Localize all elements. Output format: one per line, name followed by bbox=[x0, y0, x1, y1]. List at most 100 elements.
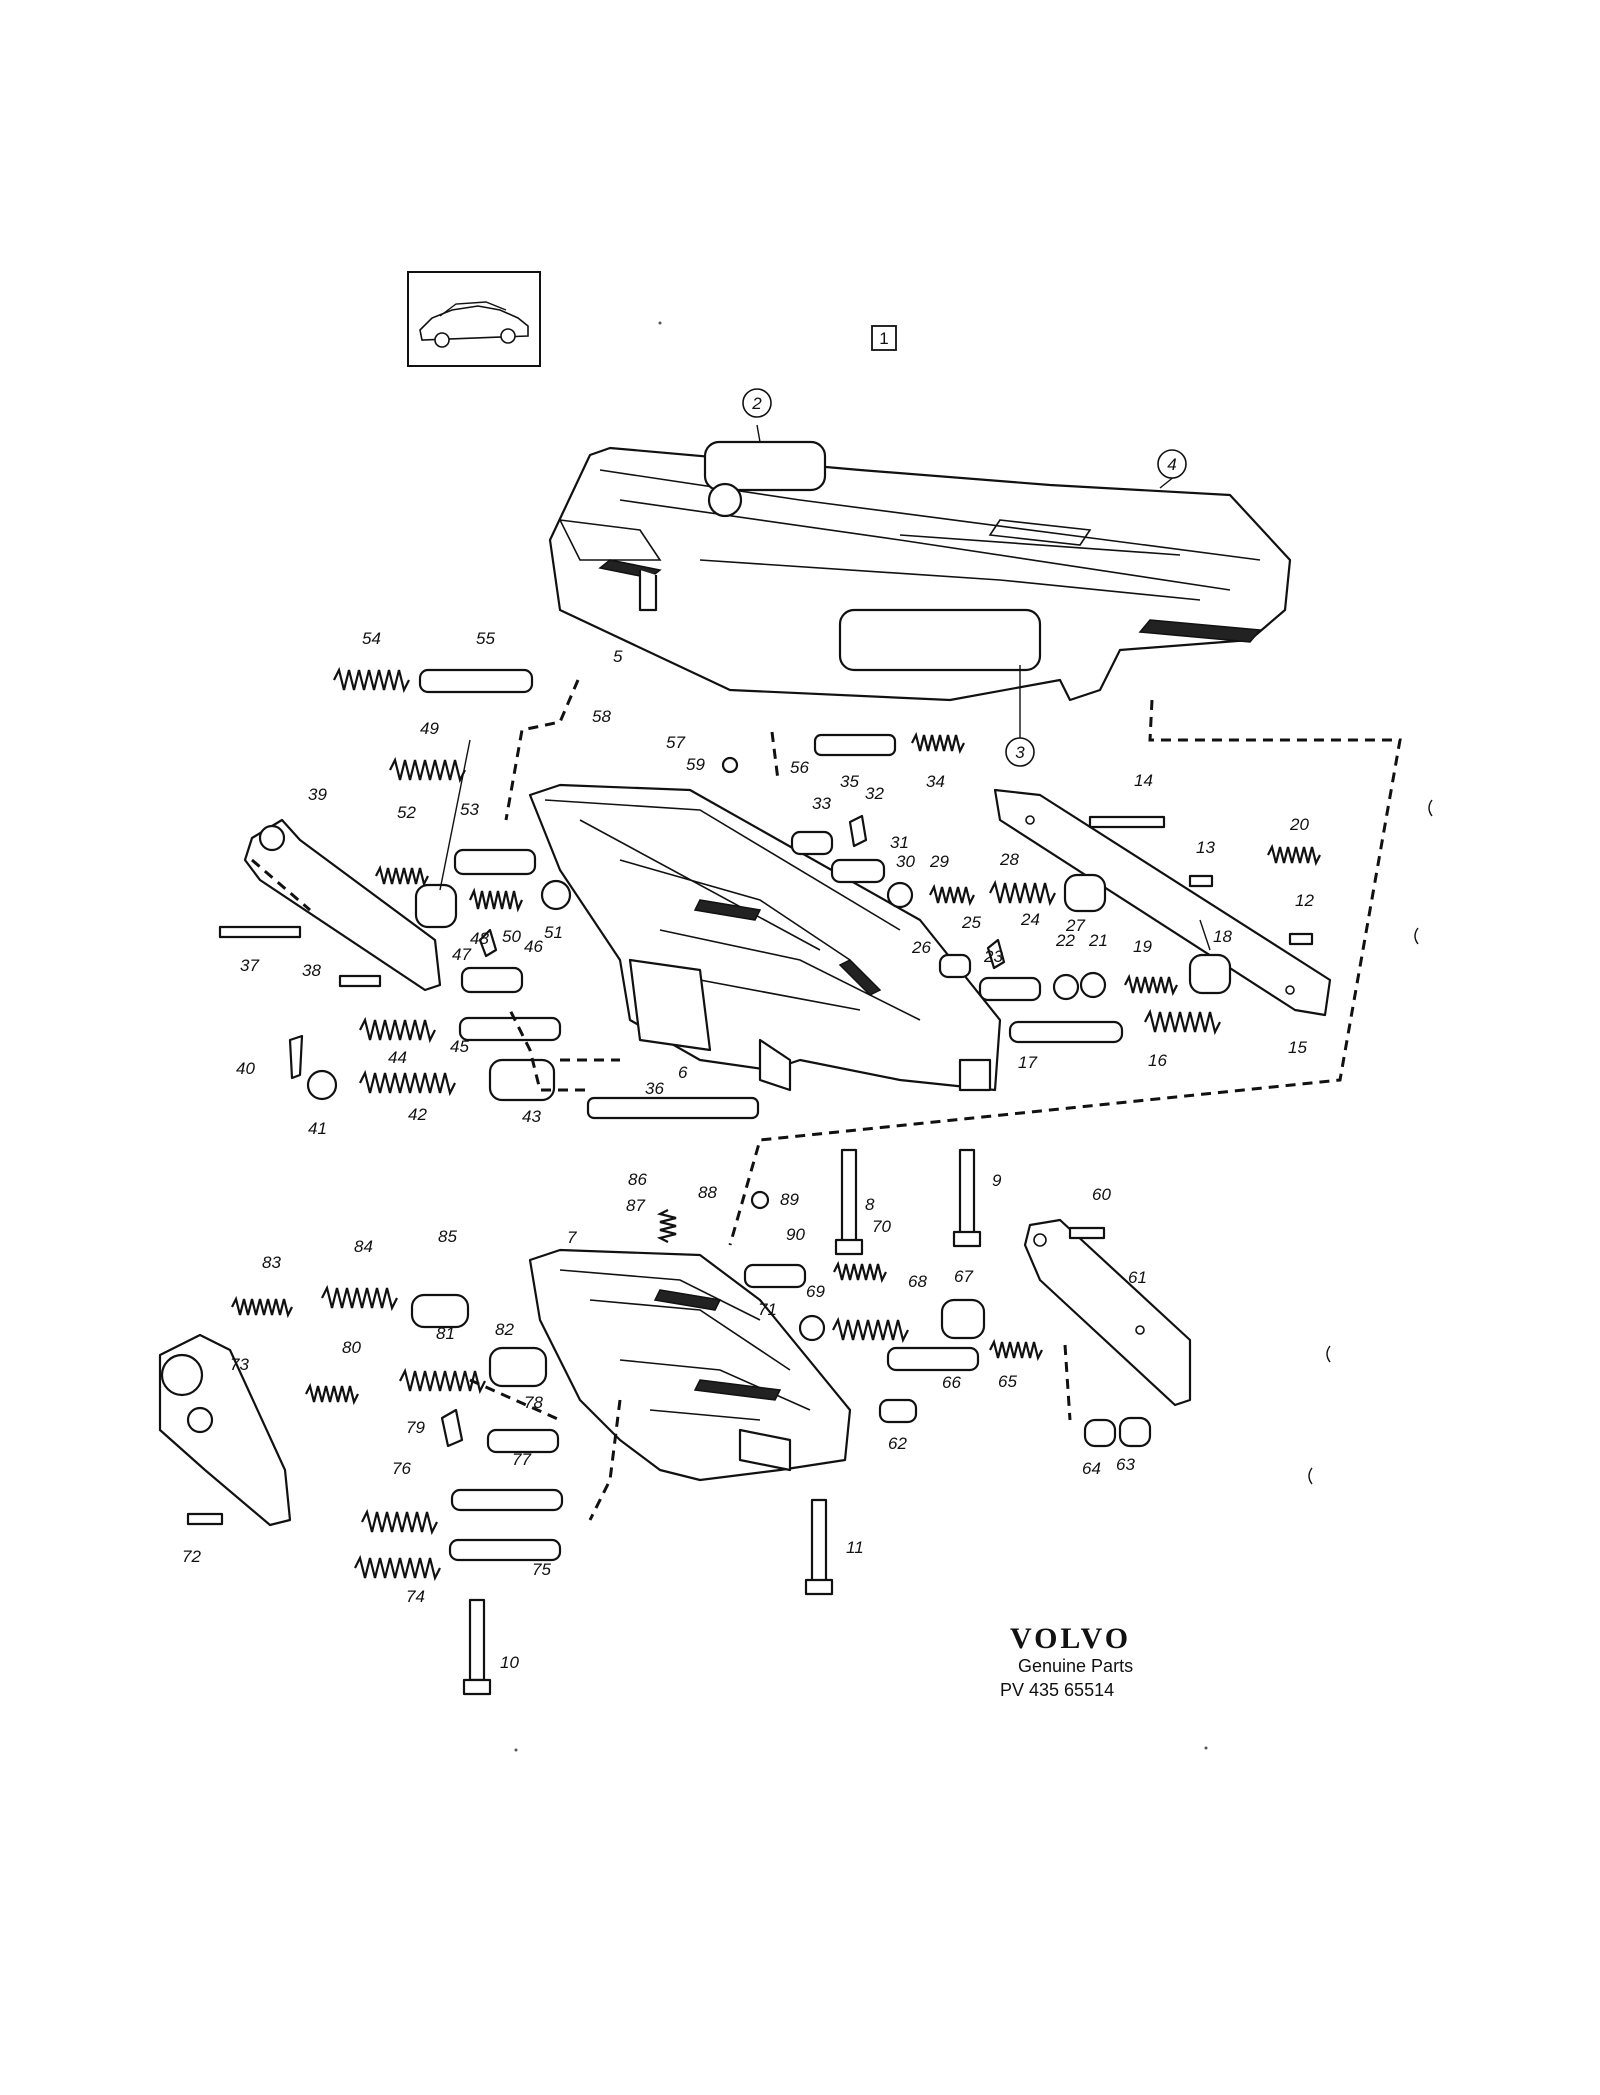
callout-25: 25 bbox=[961, 913, 981, 932]
callout-7: 7 bbox=[567, 1228, 577, 1247]
callout-5: 5 bbox=[613, 647, 623, 666]
brand-name: VOLVO bbox=[1010, 1622, 1131, 1655]
clips[interactable] bbox=[288, 814, 1006, 1448]
upper-valve-body[interactable] bbox=[548, 440, 1292, 702]
brand-block: VOLVO Genuine Parts PV 435 65514 bbox=[1000, 1622, 1133, 1700]
spring-28 bbox=[989, 879, 1056, 907]
callout-49: 49 bbox=[420, 719, 439, 738]
lower-valve-body[interactable] bbox=[528, 1248, 852, 1482]
callout-69: 69 bbox=[806, 1282, 825, 1301]
callout-33: 33 bbox=[812, 794, 831, 813]
callout-89: 89 bbox=[780, 1190, 799, 1209]
spring-84 bbox=[321, 1284, 398, 1312]
spring-49 bbox=[389, 756, 466, 784]
callout-64: 64 bbox=[1082, 1459, 1101, 1478]
callout-12: 12 bbox=[1295, 891, 1314, 910]
callout-85: 85 bbox=[438, 1227, 457, 1246]
callout-26: 26 bbox=[911, 938, 931, 957]
callout-37: 37 bbox=[240, 956, 259, 975]
callout-59: 59 bbox=[686, 755, 705, 774]
callout-44: 44 bbox=[388, 1048, 407, 1067]
callout-4: 4 bbox=[1167, 455, 1176, 474]
callout-29: 29 bbox=[929, 852, 949, 871]
spring-20 bbox=[1267, 843, 1321, 867]
callout-72: 72 bbox=[182, 1547, 201, 1566]
spring-29 bbox=[929, 883, 975, 907]
spring-34 bbox=[911, 731, 965, 755]
part-code: PV 435 65514 bbox=[1000, 1680, 1114, 1700]
callout-20: 20 bbox=[1289, 815, 1309, 834]
right-lower-plate-61[interactable] bbox=[1023, 1218, 1192, 1407]
callout-36: 36 bbox=[645, 1079, 664, 1098]
callout-28: 28 bbox=[999, 850, 1019, 869]
car-thumbnail-icon bbox=[419, 301, 529, 348]
spring-76 bbox=[361, 1508, 438, 1536]
callout-56: 56 bbox=[790, 758, 809, 777]
callout-70: 70 bbox=[872, 1217, 891, 1236]
spring-19 bbox=[1124, 973, 1178, 997]
callout-81: 81 bbox=[436, 1324, 455, 1343]
callout-82: 82 bbox=[495, 1320, 514, 1339]
spring-87 bbox=[656, 1209, 677, 1243]
callout-18: 18 bbox=[1213, 927, 1232, 946]
callout-58: 58 bbox=[592, 707, 611, 726]
callout-86: 86 bbox=[628, 1170, 647, 1189]
callout-38: 38 bbox=[302, 961, 321, 980]
callout-19: 19 bbox=[1133, 937, 1152, 956]
spring-83 bbox=[231, 1295, 293, 1319]
callout-57: 57 bbox=[666, 733, 685, 752]
spring-65 bbox=[989, 1338, 1043, 1362]
circled-callouts: 2 3 4 bbox=[742, 388, 1187, 767]
callout-6: 6 bbox=[678, 1063, 688, 1082]
callout-80: 80 bbox=[342, 1338, 361, 1357]
callout-73: 73 bbox=[230, 1355, 249, 1374]
callout-45: 45 bbox=[450, 1037, 469, 1056]
right-end-plate-15[interactable] bbox=[993, 788, 1332, 1017]
callout-22: 22 bbox=[1055, 931, 1075, 950]
numbered-callouts: 5 6 7 8 9 10 11 12 13 14 15 16 17 18 19 … bbox=[182, 629, 1314, 1672]
car-thumbnail[interactable] bbox=[407, 271, 541, 367]
callout-13: 13 bbox=[1196, 838, 1215, 857]
brand-subtitle: Genuine Parts bbox=[1018, 1656, 1133, 1676]
assembly-guide-lines bbox=[469, 679, 1402, 1521]
springs bbox=[231, 666, 1321, 1582]
callout-52: 52 bbox=[397, 803, 416, 822]
left-lower-plate-73[interactable] bbox=[158, 1333, 292, 1527]
callout-17: 17 bbox=[1018, 1053, 1037, 1072]
callout-78: 78 bbox=[524, 1393, 543, 1412]
callout-43: 43 bbox=[522, 1107, 541, 1126]
callout-60: 60 bbox=[1092, 1185, 1111, 1204]
callout-24: 24 bbox=[1020, 910, 1040, 929]
callout-67: 67 bbox=[954, 1267, 973, 1286]
spring-44 bbox=[359, 1016, 436, 1044]
callout-90: 90 bbox=[786, 1225, 805, 1244]
callout-71: 71 bbox=[758, 1300, 777, 1319]
callout-21: 21 bbox=[1088, 931, 1108, 950]
callout-14: 14 bbox=[1134, 771, 1153, 790]
spring-70 bbox=[833, 1260, 887, 1284]
spring-16 bbox=[1144, 1008, 1221, 1036]
callout-75: 75 bbox=[532, 1560, 551, 1579]
callout-76: 76 bbox=[392, 1459, 411, 1478]
left-end-plate-39[interactable] bbox=[243, 818, 442, 992]
callout-40: 40 bbox=[236, 1059, 255, 1078]
group-number: 1 bbox=[879, 329, 888, 348]
valves-and-plugs[interactable] bbox=[306, 668, 1232, 1562]
spring-50 bbox=[468, 887, 524, 913]
callout-42: 42 bbox=[408, 1105, 427, 1124]
middle-valve-body[interactable] bbox=[528, 783, 1002, 1092]
callout-66: 66 bbox=[942, 1373, 961, 1392]
callout-8: 8 bbox=[865, 1195, 875, 1214]
spring-54 bbox=[333, 666, 410, 694]
callout-9: 9 bbox=[992, 1171, 1002, 1190]
callout-32: 32 bbox=[865, 784, 884, 803]
callout-74: 74 bbox=[406, 1587, 425, 1606]
callout-11: 11 bbox=[846, 1538, 864, 1557]
bolts[interactable] bbox=[186, 570, 1314, 1696]
spring-68 bbox=[832, 1316, 909, 1344]
callout-87: 87 bbox=[626, 1196, 645, 1215]
callout-2: 2 bbox=[751, 394, 762, 413]
group-number-box: 1 bbox=[871, 325, 897, 351]
callout-63: 63 bbox=[1116, 1455, 1135, 1474]
